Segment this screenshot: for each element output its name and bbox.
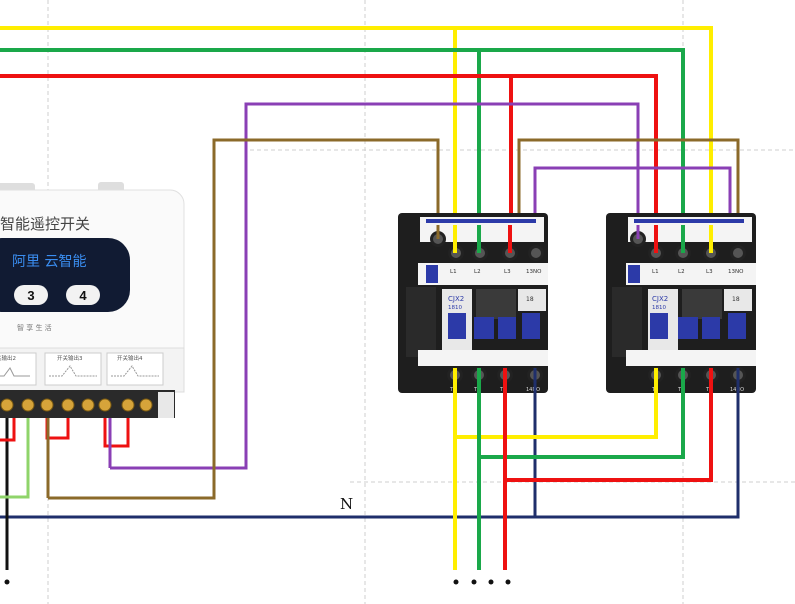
red-module-wire-1	[0, 418, 16, 442]
svg-text:T3: T3	[499, 387, 506, 393]
relay-output-4: 开关输出4	[106, 352, 164, 386]
green-output-loop	[479, 378, 685, 459]
red-bus-wire	[0, 74, 658, 240]
purple-coil-wire	[110, 102, 640, 470]
contactor-right: L1 L2 L3 13NO CJX2 1810 18 T1 T2 T3 14NO	[606, 213, 756, 393]
terminal-wire-overlays	[436, 225, 740, 396]
svg-text:T1: T1	[449, 387, 456, 393]
svg-text:关输出2: 关输出2	[0, 354, 16, 362]
svg-text:14NO: 14NO	[526, 387, 540, 393]
bottom-wires	[0, 378, 740, 570]
svg-text:开关输出4: 开关输出4	[117, 354, 143, 362]
svg-text:13NO: 13NO	[728, 269, 744, 275]
lightgreen-left-wire	[0, 418, 30, 499]
top-wires	[0, 26, 740, 500]
svg-text:T2: T2	[473, 387, 480, 393]
contactor-left-blue-blocks	[448, 313, 540, 339]
svg-text:L3: L3	[706, 269, 713, 275]
svg-text:18: 18	[732, 296, 740, 303]
svg-text:T3: T3	[705, 387, 712, 393]
wire-end-dots	[4, 579, 511, 585]
red-module-wire-2	[45, 418, 70, 440]
contactor-right-blue-blocks	[650, 313, 746, 339]
svg-text:1810: 1810	[652, 305, 666, 311]
smart-switch-module: 智能遥控开关 阿里 云智能 3 4 智 享 生 活 关输出2 开关输出3 开关输…	[0, 182, 185, 418]
svg-text:开关输出3: 开关输出3	[57, 354, 83, 362]
red-module-wire-3	[103, 418, 130, 448]
svg-text:L3: L3	[504, 269, 511, 275]
module-title: 智能遥控开关	[0, 215, 90, 233]
red-output-loop	[505, 378, 713, 482]
relay-output-2: 关输出2	[0, 352, 37, 386]
yellow-output-loop	[455, 378, 658, 439]
contactor-left: L1 L2 L3 13NO CJX2 1810 18 T1 T2 T3 14NO	[398, 213, 548, 393]
purple-aux-wire	[533, 166, 732, 240]
button-3[interactable]: 3	[14, 285, 48, 305]
relay-output-3: 开关输出3	[44, 352, 102, 386]
module-slogan: 智 享 生 活	[17, 323, 52, 332]
brown-aux-wire	[517, 138, 740, 240]
svg-text:L2: L2	[474, 269, 481, 275]
svg-text:L2: L2	[678, 269, 685, 275]
svg-text:L1: L1	[450, 269, 457, 275]
terminal-screws	[0, 398, 153, 412]
svg-text:L1: L1	[652, 269, 659, 275]
svg-text:13NO: 13NO	[526, 269, 542, 275]
svg-text:1810: 1810	[448, 305, 462, 311]
brown-coil-wire	[48, 138, 440, 500]
module-brand: 阿里 云智能	[12, 254, 86, 270]
svg-text:T2: T2	[677, 387, 684, 393]
svg-text:CJX2: CJX2	[448, 295, 464, 303]
svg-text:4: 4	[79, 288, 87, 303]
button-4[interactable]: 4	[66, 285, 100, 305]
neutral-label: N	[340, 495, 353, 513]
green-bus-wire	[0, 48, 685, 240]
navy-neutral-wire	[0, 378, 740, 519]
svg-text:18: 18	[526, 296, 534, 303]
svg-text:3: 3	[27, 288, 34, 303]
svg-text:CJX2: CJX2	[652, 295, 668, 303]
